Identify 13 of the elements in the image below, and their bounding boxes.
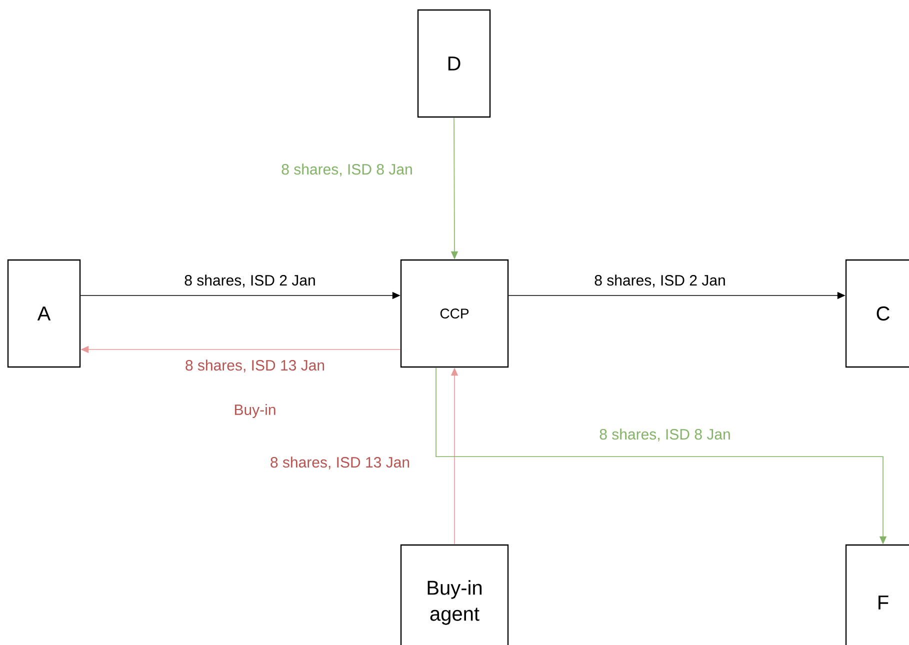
process-box: A	[7, 259, 81, 368]
edge-label: 8 shares, ISD 13 Jan	[184, 358, 326, 374]
edge-label: 8 shares, ISD 8 Jan	[598, 428, 732, 442]
process-box: D	[417, 9, 491, 118]
process-box: CCP	[400, 259, 509, 368]
edge-label: 8 shares, ISD 13 Jan	[268, 456, 412, 470]
edge-label: 8 shares, ISD 2 Jan	[593, 274, 727, 288]
process-box: C	[845, 259, 909, 368]
note-label: Buy-in	[234, 404, 276, 418]
process-box: F	[845, 544, 909, 645]
edge-label: 8 shares, ISD 8 Jan	[280, 162, 414, 178]
process-box: Buy-in agent	[400, 544, 509, 645]
edge-label: 8 shares, ISD 2 Jan	[183, 274, 317, 288]
